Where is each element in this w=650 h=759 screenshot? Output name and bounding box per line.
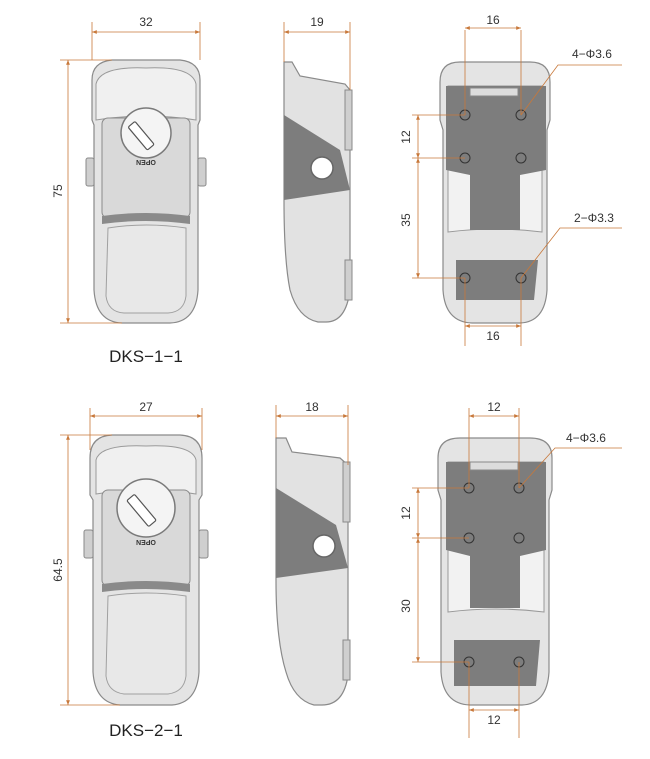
lock-cylinder-icon [120, 107, 172, 159]
front-1-width-dim: 32 [139, 15, 153, 29]
model-name-2: DKS−2−1 [109, 721, 183, 740]
front-2-height-dim: 64.5 [51, 558, 65, 582]
back-2-upper-holes-callout: 4−Φ3.6 [566, 431, 606, 445]
back-2-bottom-spacing-dim: 12 [487, 713, 501, 727]
side-1-depth-dim: 19 [310, 15, 324, 29]
lock-open-label: OPEN [136, 538, 156, 545]
back-1-upper-holes-callout: 4−Φ3.6 [572, 47, 612, 61]
side-view-1: 19 [283, 15, 353, 323]
back-2-pitch-dim: 12 [399, 506, 413, 520]
front-view-1: OPEN 32 75 [51, 15, 207, 324]
back-view-2: 12 12 12 30 4−Φ3.6 [399, 400, 622, 738]
back-1-lower-holes-callout: 2−Φ3.3 [574, 211, 614, 225]
back-view-1: 16 16 12 35 4−Φ3.6 2−Φ3.3 [399, 13, 622, 346]
side-2-depth-dim: 18 [305, 400, 319, 414]
side-view-2: 18 [275, 400, 351, 706]
pivot-pin-icon [310, 156, 334, 180]
front-2-width-dim: 27 [139, 400, 153, 414]
product-2-drawings: OPEN 27 64.5 18 [51, 400, 622, 740]
product-1-drawings: OPEN 32 75 19 [51, 13, 622, 366]
front-view-2: OPEN 27 64.5 [51, 400, 209, 706]
back-1-bottom-spacing-dim: 16 [486, 329, 500, 343]
back-2-lower-pitch-dim: 30 [399, 599, 413, 613]
back-1-lower-pitch-dim: 35 [399, 213, 413, 227]
model-name-1: DKS−1−1 [109, 347, 183, 366]
back-2-top-spacing-dim: 12 [487, 400, 501, 414]
front-1-height-dim: 75 [51, 184, 65, 198]
lock-open-label: OPEN [136, 158, 156, 165]
back-1-pitch-dim: 12 [399, 130, 413, 144]
back-1-top-spacing-dim: 16 [486, 13, 500, 27]
pivot-pin-icon [312, 534, 336, 558]
